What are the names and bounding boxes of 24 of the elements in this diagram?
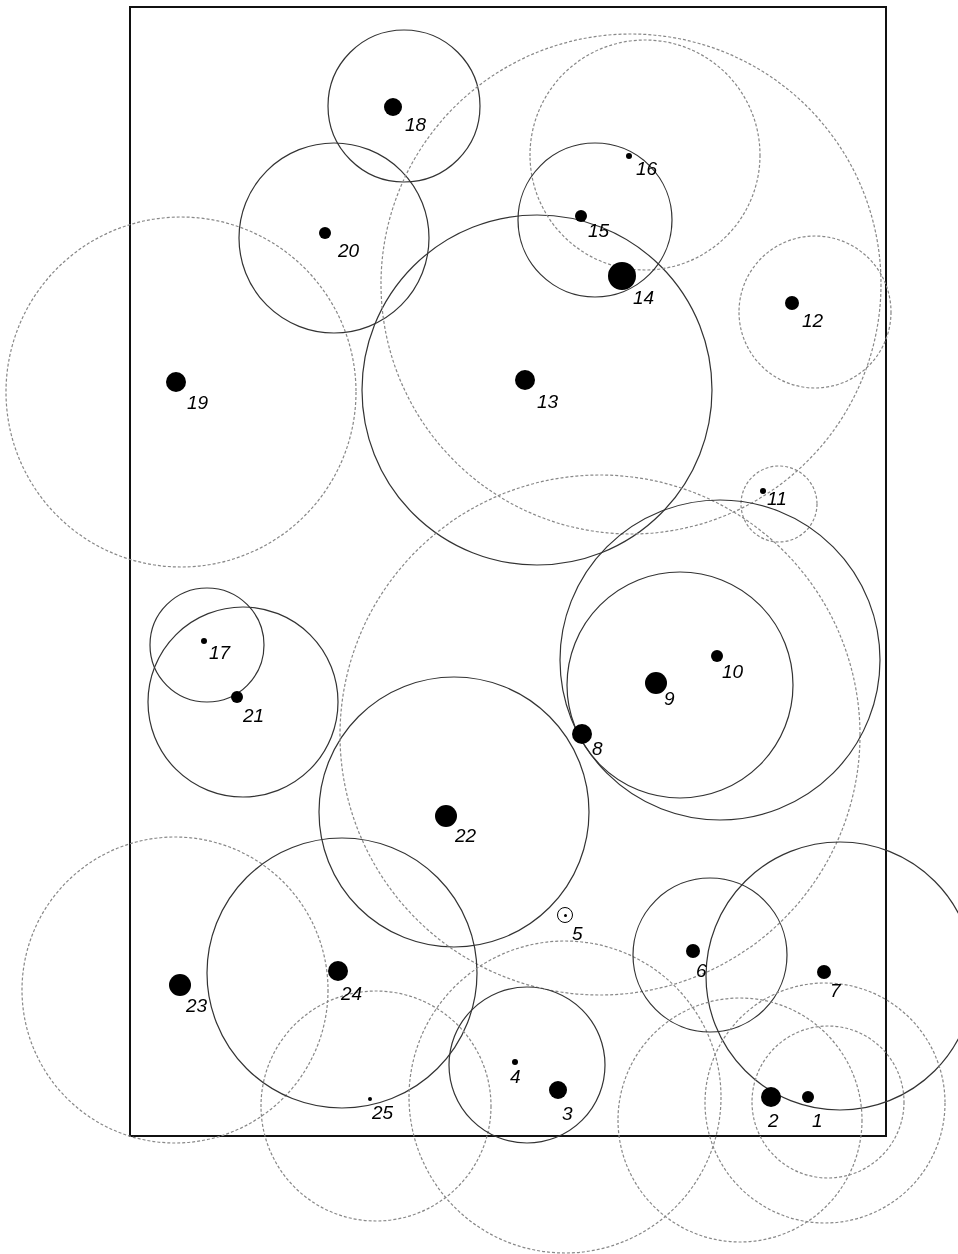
point-number: 21 bbox=[243, 705, 265, 727]
point-number: 8 bbox=[592, 738, 603, 760]
point-number: 11 bbox=[767, 488, 787, 510]
point-number: 24 bbox=[341, 983, 363, 1005]
point-number: 10 bbox=[722, 661, 744, 683]
point-number: 4 bbox=[510, 1066, 521, 1088]
point-number: 18 bbox=[405, 114, 427, 136]
point-number: 6 bbox=[696, 960, 707, 982]
point-number: 2 bbox=[768, 1110, 779, 1132]
point-number: 20 bbox=[338, 240, 360, 262]
point-number: 14 bbox=[633, 287, 655, 309]
point-number: 3 bbox=[562, 1103, 573, 1125]
point-number: 13 bbox=[537, 391, 559, 413]
point-number: 23 bbox=[186, 995, 208, 1017]
point-number: 1 bbox=[812, 1110, 823, 1132]
point-number: 19 bbox=[187, 392, 209, 414]
point-number: 17 bbox=[209, 642, 231, 664]
point-number: 25 bbox=[372, 1102, 394, 1124]
point-number: 7 bbox=[830, 980, 841, 1002]
point-number: 12 bbox=[802, 310, 824, 332]
point-number: 15 bbox=[588, 220, 610, 242]
point-number: 22 bbox=[455, 825, 477, 847]
point-number: 5 bbox=[572, 923, 583, 945]
point-number: 9 bbox=[664, 688, 675, 710]
